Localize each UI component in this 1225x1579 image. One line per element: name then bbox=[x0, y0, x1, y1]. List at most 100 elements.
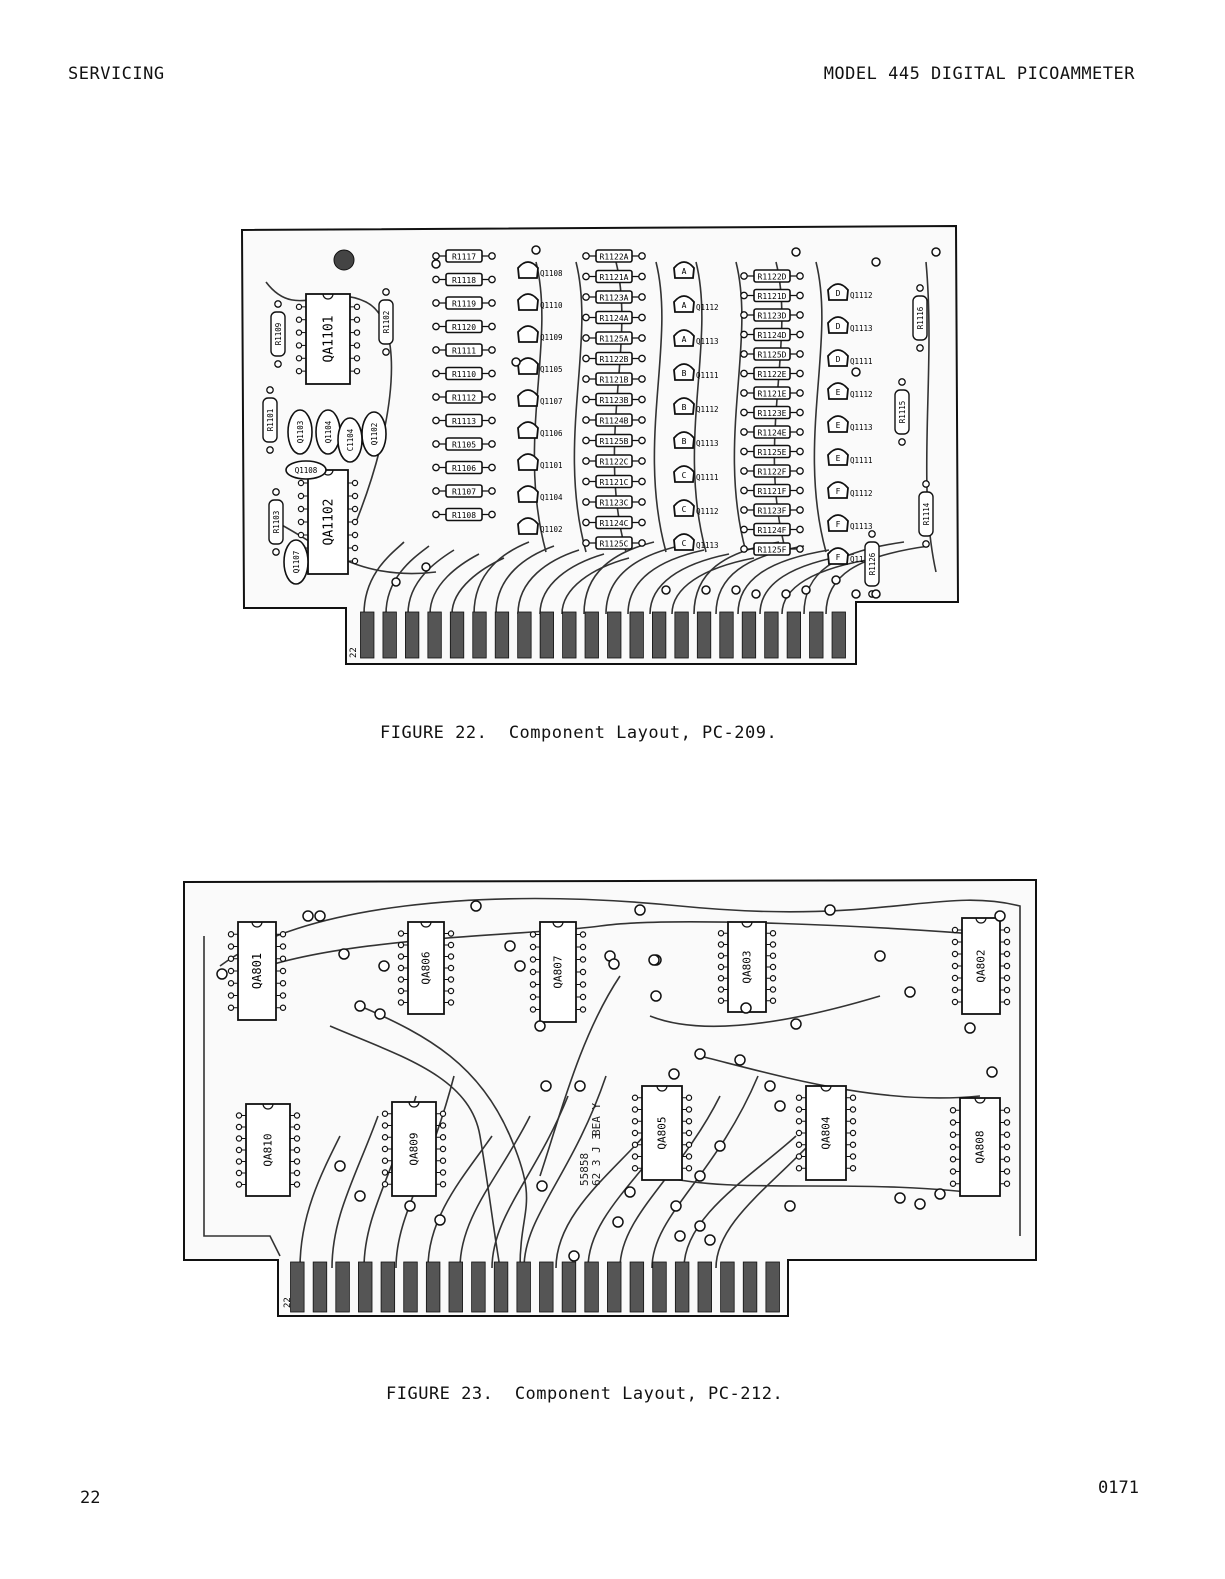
figure-23-caption: FIGURE 23. Component Layout, PC-212. bbox=[386, 1384, 784, 1404]
resistor-r1114: R1114 bbox=[918, 480, 934, 548]
svg-text:F: F bbox=[836, 520, 841, 529]
svg-text:QA804: QA804 bbox=[820, 1116, 833, 1149]
svg-text:Q1107: Q1107 bbox=[540, 397, 563, 406]
resistor-r1121d: R1121D bbox=[740, 288, 804, 303]
resistor-r1125a: R1125A bbox=[582, 331, 646, 345]
svg-text:R1124E: R1124E bbox=[758, 429, 787, 438]
svg-text:B: B bbox=[682, 369, 687, 378]
svg-text:QA1102: QA1102 bbox=[321, 499, 336, 546]
edge-connector-fingers bbox=[290, 1261, 780, 1313]
svg-text:R1124B: R1124B bbox=[600, 417, 629, 426]
transistor-q1109-col1: Q1109 bbox=[517, 325, 563, 343]
svg-text:R1109: R1109 bbox=[274, 323, 283, 346]
figure-22-caption: FIGURE 22. Component Layout, PC-209. bbox=[380, 723, 778, 743]
svg-text:R1123D: R1123D bbox=[758, 312, 787, 321]
resistor-r1116: R1116 bbox=[912, 284, 928, 352]
svg-text:R1123F: R1123F bbox=[758, 507, 787, 516]
svg-text:R1121B: R1121B bbox=[600, 376, 629, 385]
page-number: 22 bbox=[80, 1488, 101, 1508]
svg-text:R1121F: R1121F bbox=[758, 487, 787, 496]
svg-text:Q1113: Q1113 bbox=[696, 439, 719, 448]
svg-text:R1121A: R1121A bbox=[600, 273, 629, 282]
svg-text:Q1113: Q1113 bbox=[850, 522, 873, 531]
svg-text:F: F bbox=[836, 553, 841, 562]
svg-text:Q1113: Q1113 bbox=[850, 324, 873, 333]
ic-qa802: QA802 bbox=[951, 917, 1011, 1015]
svg-text:R1122B: R1122B bbox=[600, 355, 629, 364]
svg-text:QA801: QA801 bbox=[250, 953, 264, 989]
svg-text:R1125F: R1125F bbox=[758, 546, 787, 555]
resistor-r1123a: R1123A bbox=[582, 290, 646, 304]
resistor-r1123c: R1123C bbox=[582, 495, 646, 509]
svg-text:R1108: R1108 bbox=[452, 511, 476, 520]
resistor-r1123d: R1123D bbox=[740, 308, 804, 322]
resistor-r1110: R1110 bbox=[432, 366, 496, 381]
svg-text:R1115: R1115 bbox=[898, 401, 907, 424]
transistor-q1108-col1: Q1108 bbox=[517, 261, 563, 279]
svg-text:QA805: QA805 bbox=[656, 1116, 669, 1149]
document-code: 0171 bbox=[1098, 1478, 1139, 1498]
svg-text:Q1103: Q1103 bbox=[296, 421, 305, 444]
resistor-r1125b: R1125B bbox=[582, 433, 646, 448]
svg-text:Q1113: Q1113 bbox=[696, 541, 719, 550]
svg-text:R1107: R1107 bbox=[452, 488, 476, 497]
resistor-r1115: R1115 bbox=[894, 378, 910, 446]
svg-text:QA810: QA810 bbox=[262, 1133, 275, 1166]
resistor-r1122d: R1122D bbox=[740, 269, 804, 283]
svg-text:Q1108: Q1108 bbox=[540, 269, 563, 278]
resistor-r1121a: R1121A bbox=[582, 269, 646, 284]
svg-text:R1124C: R1124C bbox=[600, 519, 629, 528]
ic-qa808: QA808 bbox=[949, 1097, 1011, 1197]
svg-text:R1125D: R1125D bbox=[758, 351, 787, 360]
svg-text:R1111: R1111 bbox=[452, 347, 476, 356]
svg-text:R1112: R1112 bbox=[452, 394, 476, 403]
edge-pin-label: 22 bbox=[283, 1297, 293, 1308]
svg-text:R1113: R1113 bbox=[452, 417, 476, 426]
svg-text:Q1101: Q1101 bbox=[540, 461, 563, 470]
svg-text:QA806: QA806 bbox=[420, 951, 433, 984]
resistor-r1119: R1119 bbox=[432, 296, 496, 310]
header-document-title: MODEL 445 DIGITAL PICOAMMETER bbox=[823, 64, 1135, 84]
svg-text:QA802: QA802 bbox=[975, 949, 988, 982]
resistor-r1123e: R1123E bbox=[740, 405, 804, 420]
resistor-r1117: R1117 bbox=[432, 249, 496, 263]
svg-text:D: D bbox=[836, 322, 841, 331]
ic-qa807: QA807 bbox=[529, 921, 587, 1023]
svg-text:R1122C: R1122C bbox=[600, 458, 629, 467]
svg-text:QA809: QA809 bbox=[408, 1132, 421, 1165]
svg-text:R1121C: R1121C bbox=[600, 478, 629, 487]
svg-text:Q1108: Q1108 bbox=[295, 466, 318, 475]
resistor-r1125d: R1125D bbox=[740, 347, 804, 361]
svg-text:C: C bbox=[682, 505, 687, 514]
svg-text:R1103: R1103 bbox=[272, 511, 281, 534]
resistor-r1111: R1111 bbox=[432, 343, 496, 357]
svg-text:QA1101: QA1101 bbox=[321, 316, 336, 363]
svg-text:B: B bbox=[682, 403, 687, 412]
ic-qa803: QA803 bbox=[717, 921, 777, 1013]
svg-text:R1125B: R1125B bbox=[600, 437, 629, 446]
svg-text:R1102: R1102 bbox=[382, 311, 391, 334]
svg-text:Q1112: Q1112 bbox=[850, 291, 873, 300]
svg-text:Q1105: Q1105 bbox=[540, 365, 563, 374]
svg-text:E: E bbox=[836, 388, 841, 397]
svg-text:R1105: R1105 bbox=[452, 441, 476, 450]
resistor-r1121c: R1121C bbox=[582, 474, 646, 489]
resistor-r1121f: R1121F bbox=[740, 483, 804, 498]
svg-text:E: E bbox=[836, 454, 841, 463]
svg-text:R1110: R1110 bbox=[452, 370, 476, 379]
svg-text:R1125C: R1125C bbox=[600, 540, 629, 549]
svg-text:R1124A: R1124A bbox=[600, 314, 629, 323]
svg-text:C1104: C1104 bbox=[346, 428, 355, 451]
board-text-2: BEA Y bbox=[590, 1103, 603, 1136]
svg-text:Q1113: Q1113 bbox=[850, 423, 873, 432]
transistor-q1102-col1: Q1102 bbox=[517, 517, 563, 535]
